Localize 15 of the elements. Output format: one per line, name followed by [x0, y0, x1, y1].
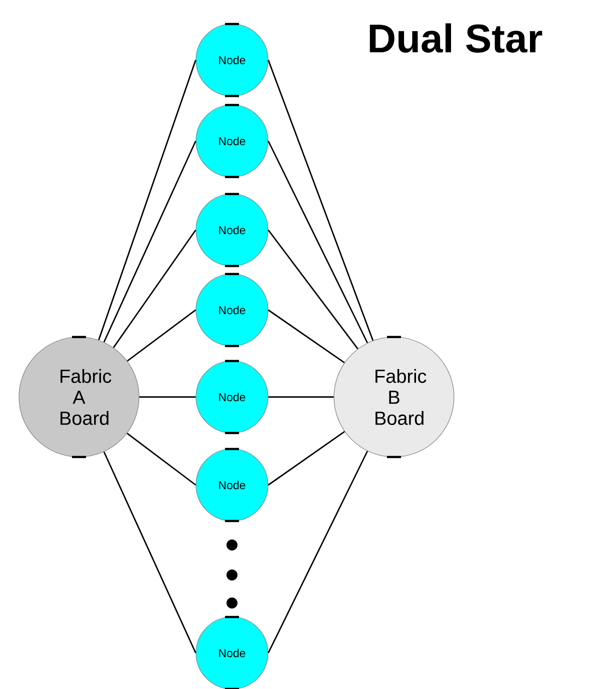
connector-line [126, 432, 196, 486]
connector-line [126, 309, 196, 362]
title: Dual Star [370, 23, 542, 53]
connector-line [112, 230, 196, 348]
connector-line [139, 396, 196, 398]
connector-line [268, 396, 334, 398]
connector-line [268, 450, 368, 654]
connector-line [268, 309, 345, 364]
connector-line [98, 60, 196, 340]
connector-line [103, 140, 196, 342]
connector-line [103, 452, 196, 654]
connector-line [268, 140, 368, 344]
connector-line [268, 230, 358, 350]
connector-line [268, 60, 374, 341]
connector-line [268, 431, 345, 486]
